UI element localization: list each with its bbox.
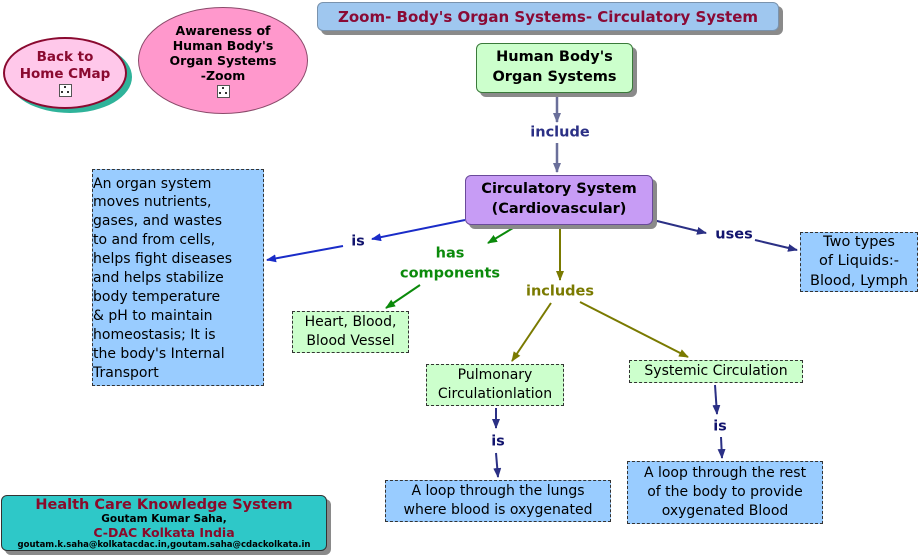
link-label-is: is [351,233,365,250]
link-label-includes: includes [525,283,595,300]
link-label-uses: uses [715,226,753,243]
edge-circ-has [487,227,514,244]
awareness-organ-systems-zoom-node[interactable]: Awareness of Human Body's Organ Systems … [138,7,308,114]
edge-circ-uses [652,219,707,235]
page-title: Zoom- Body's Organ Systems- Circulatory … [317,2,779,31]
description-line: & pH to maintain [93,307,213,324]
edge-components-heart [385,284,421,309]
link-label-is-systemic: is [713,418,727,435]
edge-uses-liquids [754,239,798,252]
edge-includes-sys [579,301,689,358]
description-line: to and from cells, [93,232,216,249]
link-label-include: include [530,124,590,141]
back-to-home-cmap-node[interactable]: Back to Home CMap [3,37,127,109]
description-line: moves nutrients, [93,194,212,211]
description-line: homeostasis; It is [93,326,216,343]
description-line: and helps stabilize [93,270,224,287]
link-label-is-pulmonary: is [491,433,505,450]
systemic-circulation-node: Systemic Circulation [629,360,803,383]
description-node: An organ system moves nutrients, gases, an… [92,169,264,386]
edge-circ-is [371,219,466,242]
cmap-link-icon[interactable] [58,83,72,97]
edge-sys-is [712,384,721,415]
circulatory-system-node: Circulatory System(Cardiovascular) [465,175,653,225]
cmap-link-icon[interactable] [216,85,230,98]
description-line: Transport [93,364,159,381]
edge-is-desc [266,245,344,263]
heart-blood-vessel-node: Heart, Blood,Blood Vessel [292,311,409,353]
link-label-has: has [435,245,465,262]
health-care-knowledge-system-footer: Health Care Knowledge System Goutam Kuma… [1,495,327,551]
description-line: An organ system [93,175,212,192]
edge-includes-pulm [511,302,552,362]
description-line: helps fight diseases [93,251,232,268]
link-label-components: components [399,265,501,282]
description-line: body temperature [93,288,221,305]
description-line: the body's Internal [93,345,225,362]
edge-is-loop2 [717,436,726,459]
edge-is-loop1 [493,452,502,478]
description-line: gases, and wastes [93,213,223,230]
